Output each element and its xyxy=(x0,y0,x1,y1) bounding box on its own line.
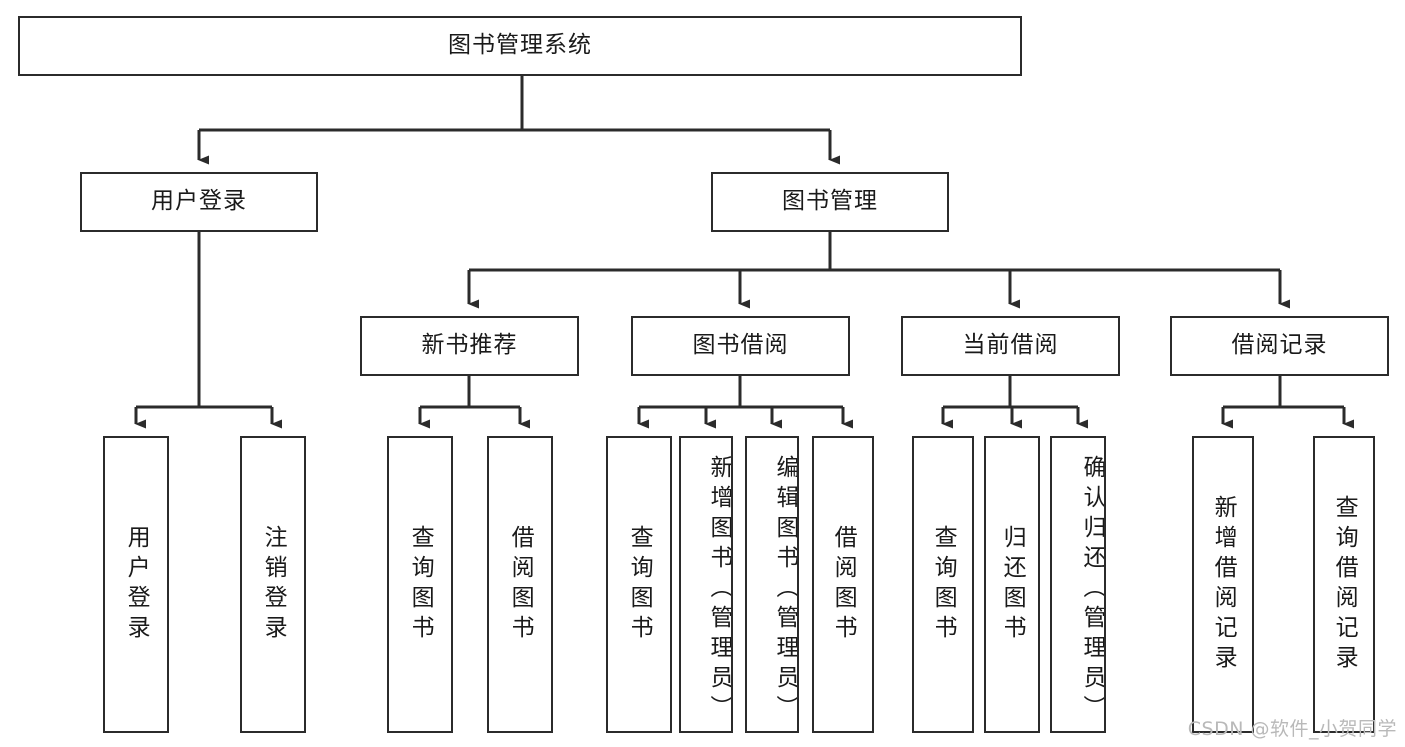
leaf-query-borrow-record[interactable]: 查询借阅记录 xyxy=(1313,436,1375,733)
leaf-edit-book-admin[interactable]: 编辑图书（管理员） xyxy=(745,436,799,733)
node-user-login[interactable]: 用户登录 xyxy=(80,172,318,232)
leaf-add-book-admin-label: 新增图书（管理员） xyxy=(706,454,732,725)
leaf-confirm-return-admin-label: 确认归还（管理员） xyxy=(1079,454,1105,725)
leaf-logout-label: 注销登录 xyxy=(260,524,287,645)
leaf-user-login[interactable]: 用户登录 xyxy=(103,436,169,733)
node-root-label: 图书管理系统 xyxy=(448,32,592,59)
node-root[interactable]: 图书管理系统 xyxy=(18,16,1022,76)
node-book-management[interactable]: 图书管理 xyxy=(711,172,949,232)
node-current-borrow-label: 当前借阅 xyxy=(962,332,1059,359)
leaf-query-books-3[interactable]: 查询图书 xyxy=(912,436,974,733)
leaf-return-books-label: 归还图书 xyxy=(999,524,1026,645)
leaf-query-books-1-label: 查询图书 xyxy=(407,524,434,645)
leaf-borrow-books-1-label: 借阅图书 xyxy=(507,524,534,645)
leaf-query-books-3-label: 查询图书 xyxy=(930,524,957,645)
node-new-book-recommend-label: 新书推荐 xyxy=(421,332,518,359)
leaf-add-book-admin[interactable]: 新增图书（管理员） xyxy=(679,436,733,733)
leaf-borrow-books-1[interactable]: 借阅图书 xyxy=(487,436,553,733)
csdn-watermark: CSDN @软件_小贺同学 xyxy=(1187,718,1397,740)
node-current-borrow[interactable]: 当前借阅 xyxy=(901,316,1120,376)
leaf-query-borrow-record-label: 查询借阅记录 xyxy=(1331,494,1358,675)
leaf-borrow-books-2-label: 借阅图书 xyxy=(830,524,857,645)
leaf-query-books-1[interactable]: 查询图书 xyxy=(387,436,453,733)
leaf-add-borrow-record-label: 新增借阅记录 xyxy=(1210,494,1237,675)
node-new-book-recommend[interactable]: 新书推荐 xyxy=(360,316,579,376)
leaf-edit-book-admin-label: 编辑图书（管理员） xyxy=(772,454,798,725)
node-book-borrow[interactable]: 图书借阅 xyxy=(631,316,850,376)
node-borrow-record-label: 借阅记录 xyxy=(1231,332,1328,359)
node-book-management-label: 图书管理 xyxy=(782,188,878,215)
leaf-query-books-2-label: 查询图书 xyxy=(626,524,653,645)
leaf-borrow-books-2[interactable]: 借阅图书 xyxy=(812,436,874,733)
leaf-add-borrow-record[interactable]: 新增借阅记录 xyxy=(1192,436,1254,733)
leaf-confirm-return-admin[interactable]: 确认归还（管理员） xyxy=(1050,436,1106,733)
node-borrow-record[interactable]: 借阅记录 xyxy=(1170,316,1389,376)
leaf-return-books[interactable]: 归还图书 xyxy=(984,436,1040,733)
leaf-logout[interactable]: 注销登录 xyxy=(240,436,306,733)
node-user-login-label: 用户登录 xyxy=(151,188,247,215)
leaf-query-books-2[interactable]: 查询图书 xyxy=(606,436,672,733)
node-book-borrow-label: 图书借阅 xyxy=(692,332,789,359)
leaf-user-login-label: 用户登录 xyxy=(123,524,150,645)
